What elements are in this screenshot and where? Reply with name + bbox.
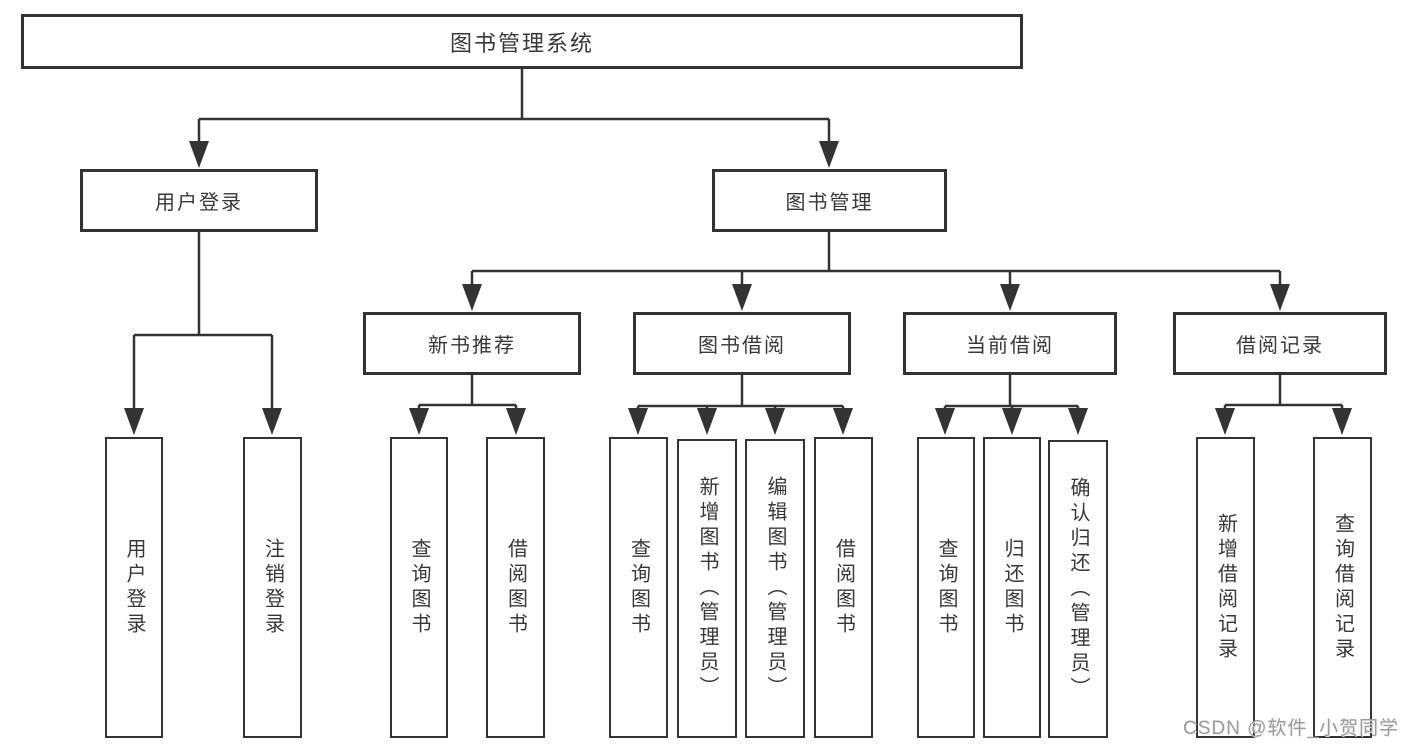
leaf-add-books-admin: 新增图书（管理员） [677, 439, 737, 738]
node-root: 图书管理系统 [21, 14, 1023, 69]
leaf-recommend-borrow-books: 借阅图书 [486, 437, 545, 738]
leaf-confirm-return-admin: 确认归还（管理员） [1048, 440, 1108, 738]
node-book-management: 图书管理 [712, 169, 947, 232]
node-book-borrow: 图书借阅 [633, 312, 851, 375]
csdn-watermark: CSDN @软件_小贺同学 [1183, 718, 1399, 739]
connector-new-book-recommend-to-leaves [409, 375, 526, 435]
connector-borrow-records-to-leaves [1215, 375, 1352, 435]
leaf-recommend-query-books: 查询图书 [390, 437, 448, 738]
connector-book-management-to-level3 [462, 232, 1290, 311]
leaf-query-borrow-record: 查询借阅记录 [1313, 437, 1372, 738]
node-user-login: 用户登录 [80, 169, 318, 232]
connector-user-login-to-leaves [124, 232, 282, 435]
leaf-borrow-query-books: 查询图书 [609, 437, 668, 738]
leaf-add-borrow-record: 新增借阅记录 [1196, 437, 1255, 738]
node-new-book-recommend: 新书推荐 [363, 312, 581, 375]
leaf-current-query-books: 查询图书 [917, 437, 975, 738]
node-borrow-records: 借阅记录 [1173, 312, 1387, 375]
leaf-edit-books-admin: 编辑图书（管理员） [745, 439, 805, 738]
connector-root-to-level2 [189, 68, 839, 168]
leaf-user-login: 用户登录 [105, 437, 163, 738]
node-current-borrow: 当前借阅 [903, 312, 1117, 375]
connector-book-borrow-to-leaves [628, 375, 853, 435]
leaf-borrow-borrow-books: 借阅图书 [814, 437, 873, 738]
connector-current-borrow-to-leaves [935, 375, 1088, 435]
leaf-return-books: 归还图书 [983, 437, 1041, 738]
leaf-logout: 注销登录 [243, 437, 302, 738]
